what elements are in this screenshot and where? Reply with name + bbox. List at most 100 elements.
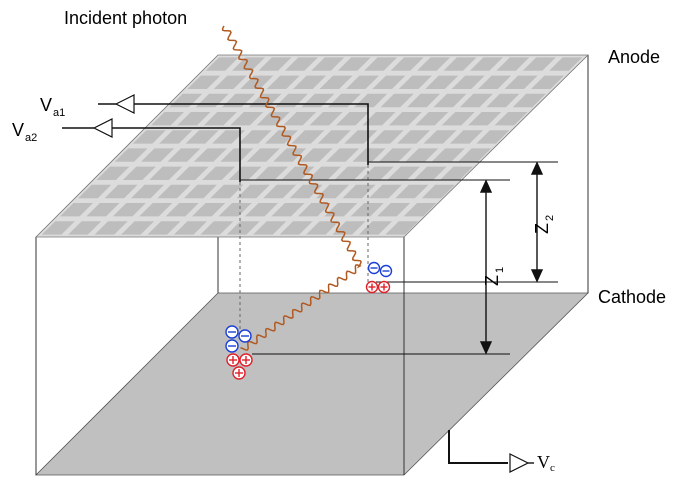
svg-text:Z: Z (482, 275, 502, 286)
anode-pixel (230, 112, 264, 126)
anode-pixel (157, 184, 191, 199)
anode-pixel (431, 148, 465, 162)
anode-pixel (443, 57, 477, 71)
z2-label: Z 2 (532, 215, 556, 234)
anode-pixel (151, 112, 184, 126)
anode-pixel (531, 75, 564, 89)
anode-pixel (238, 130, 272, 144)
anode-pixel (212, 130, 246, 144)
anode-pixel (319, 75, 353, 89)
z1-arrow-head-bottom (479, 341, 493, 355)
anode-pixel (433, 93, 467, 108)
anode-pixel (385, 221, 419, 235)
electron-symbol (379, 264, 393, 278)
anode-pixel (141, 148, 175, 162)
anode-pixel (421, 184, 455, 199)
hole-symbol (377, 280, 391, 294)
anode-pixel (187, 75, 221, 89)
anode-pixel (336, 112, 369, 126)
anode-pixel (512, 93, 546, 108)
anode-pixel (441, 112, 475, 126)
z1-arrow-head-top (479, 179, 493, 193)
anode-pixel (326, 148, 360, 162)
anode-pixel (167, 148, 201, 162)
anode-pixel (159, 130, 193, 144)
projection-lines (239, 165, 369, 340)
anode-pixel (131, 184, 165, 199)
anode-pixel (388, 112, 422, 126)
anode-pixel (449, 130, 483, 144)
anode-pixel (413, 166, 447, 180)
anode-pixel (317, 130, 351, 144)
anode-pixel (459, 93, 493, 108)
anode-pixel (352, 148, 386, 162)
anode-pixel (403, 203, 437, 217)
anode-pixel (226, 221, 260, 235)
svg-text:V: V (40, 95, 52, 115)
anode-pixel (173, 221, 207, 235)
svg-text:V: V (537, 452, 550, 472)
anode-pixel (358, 221, 392, 235)
anode-pixel (504, 75, 538, 89)
svg-text:V: V (12, 120, 24, 140)
anode-pixel (342, 184, 376, 199)
z2-arrow-head-bottom (530, 269, 544, 283)
electron-symbol (238, 329, 252, 343)
anode-pixel (370, 130, 404, 144)
anode-pixel (60, 203, 93, 217)
anode-pixel (232, 57, 266, 71)
hole-symbol (226, 353, 240, 367)
va1-wire (133, 103, 369, 165)
reference-lines (240, 161, 558, 355)
anode-pixel (193, 148, 227, 162)
svg-text:c: c (550, 462, 555, 474)
vc-label: V c (537, 452, 555, 474)
anode-pixel (236, 184, 270, 199)
anode-pixel (337, 57, 371, 71)
anode-pixel (522, 57, 556, 71)
electron-symbol (225, 325, 239, 339)
anode-pixel (263, 184, 297, 199)
cathode-plate (35, 292, 589, 476)
anode-pixel (122, 166, 156, 180)
va2-label: V a2 (12, 120, 37, 144)
anode-pixel (94, 221, 128, 235)
anode-pixel (307, 166, 341, 180)
photon-path (221, 25, 362, 351)
anode-pixel (246, 148, 280, 162)
amplifier-va2 (62, 118, 113, 138)
svg-text:a2: a2 (25, 132, 37, 144)
incident-photon-label: Incident photon (64, 8, 187, 28)
anode-pixel (440, 166, 473, 180)
anode-pixel (299, 148, 333, 162)
anode-pixel (281, 166, 315, 180)
anode-pixel (494, 112, 528, 126)
anode-pixel (451, 75, 485, 89)
anode-pixel (175, 166, 209, 180)
anode-pixel (205, 57, 239, 71)
charge-group-z2 (365, 261, 393, 294)
anode-pixel (476, 130, 510, 144)
anode-pixel (41, 221, 75, 235)
svg-text:Z: Z (532, 223, 552, 234)
svg-text:2: 2 (544, 215, 556, 221)
anode-pixel (96, 166, 130, 180)
svg-text:1: 1 (494, 267, 506, 273)
anode-pixel (104, 184, 138, 199)
z2-arrow-head-top (530, 161, 544, 175)
anode-pixel (549, 57, 583, 71)
anode-pixel (283, 112, 317, 126)
anode-pixel (368, 184, 402, 199)
anode-pixel (360, 166, 394, 180)
anode-pixel (346, 75, 379, 89)
anode-pixel (362, 112, 396, 126)
anode-pixel (284, 57, 318, 71)
anode-pixel (423, 130, 457, 144)
anode-pixel (68, 221, 102, 235)
anode-pixel (425, 75, 459, 89)
anode-pixel (378, 148, 412, 162)
anode-pixel (114, 148, 148, 162)
anode-pixel (458, 148, 492, 162)
anode-pixel (78, 184, 112, 199)
anode-pixel (291, 130, 325, 144)
